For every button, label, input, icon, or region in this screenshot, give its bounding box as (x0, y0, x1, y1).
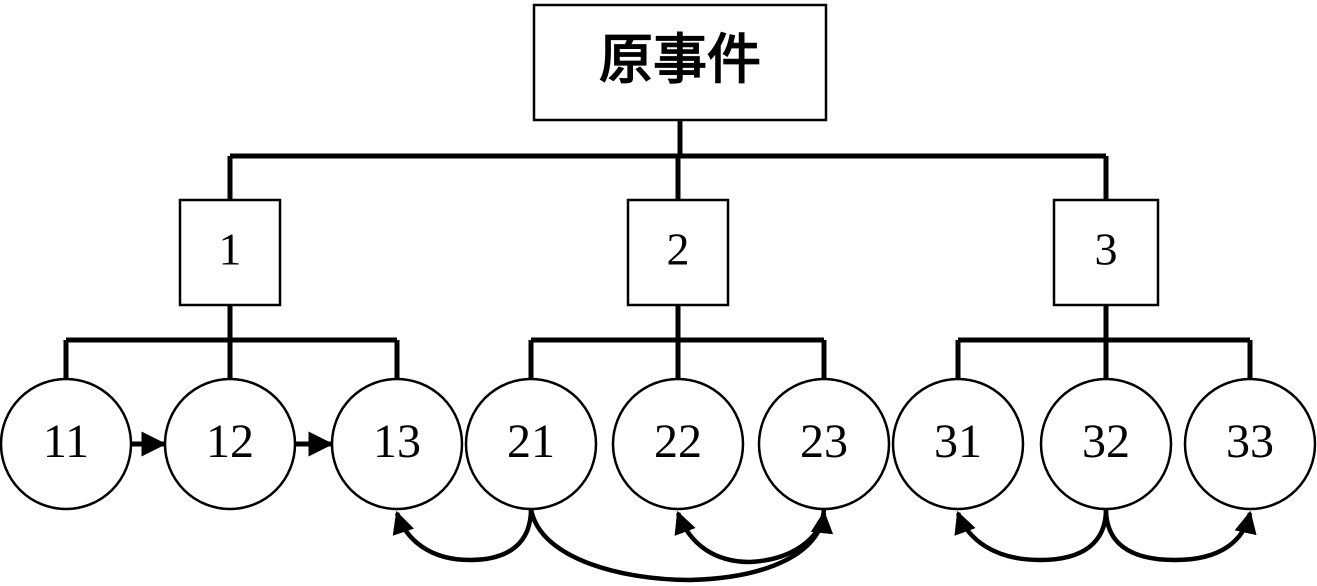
node-12-label: 12 (206, 415, 254, 468)
arrow-21-to-13 (392, 508, 534, 563)
node-22-label: 22 (654, 415, 702, 468)
node-11-label: 11 (43, 415, 89, 468)
arrow-32-to-33 (1103, 508, 1257, 563)
leaf-nodes: 11 12 13 21 22 23 31 32 33 (0, 377, 1317, 511)
root-box (532, 3, 828, 122)
node-32-label: 32 (1082, 415, 1130, 468)
group-2-box (626, 198, 730, 307)
node-21-label: 21 (507, 415, 555, 468)
node-22-circle (611, 377, 745, 511)
group-3-connector (955, 305, 1253, 379)
connectors (63, 120, 1253, 379)
arrow-32-to-31 (954, 508, 1109, 563)
node-31-circle (891, 377, 1025, 511)
group-1-connector (63, 305, 400, 379)
group-2-connector (528, 305, 827, 379)
root-connector (227, 120, 1109, 200)
group-1-box (178, 198, 282, 307)
group-2-label: 2 (667, 224, 690, 275)
node-33-circle (1183, 377, 1317, 511)
curved-arrows (392, 508, 1257, 583)
node-31-label: 31 (934, 415, 982, 468)
group-3-box (1052, 198, 1160, 307)
node-33-label: 33 (1226, 415, 1274, 468)
middle-nodes: 1 2 3 (178, 198, 1160, 307)
group-3-label: 3 (1095, 224, 1118, 275)
arrow-23-to-22 (674, 508, 827, 565)
arrow-21-to-23 (528, 508, 834, 583)
node-13-label: 13 (373, 415, 421, 468)
root-label: 原事件 (599, 27, 761, 91)
group-1-label: 1 (219, 224, 242, 275)
top-node: 原事件 (532, 3, 828, 122)
node-23-label: 23 (800, 415, 848, 468)
